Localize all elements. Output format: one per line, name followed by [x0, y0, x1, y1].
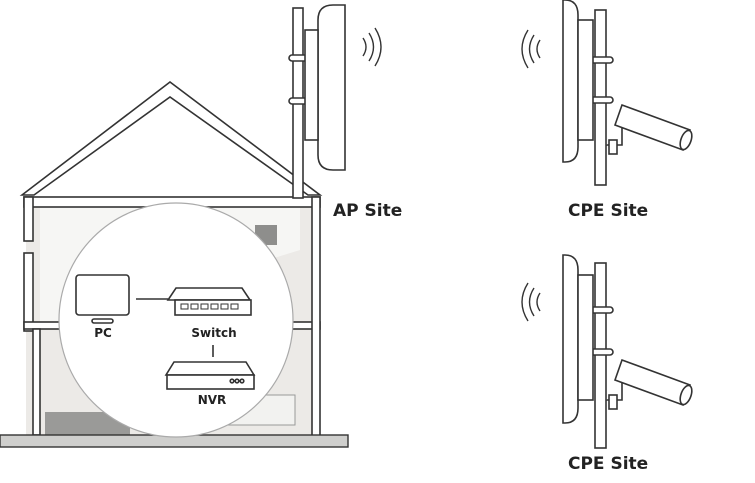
wireless-signal-icon	[521, 282, 541, 322]
camera-icon	[606, 358, 693, 410]
pc-icon	[75, 274, 130, 316]
ap-panel	[317, 4, 346, 171]
roof	[19, 80, 323, 196]
nvr-icon	[164, 361, 256, 390]
switch-icon	[166, 287, 252, 316]
camera-icon	[606, 103, 693, 155]
wireless-signal-icon	[521, 29, 541, 69]
ap-site-label: AP Site	[333, 201, 402, 221]
cpe-site-label-top: CPE Site	[568, 201, 648, 221]
ap-antenna	[288, 4, 382, 199]
pc-label: PC	[94, 326, 112, 340]
cpe-bottom	[521, 254, 693, 449]
indoor-network-zoom: PC Switch NVR	[58, 202, 294, 438]
cpe-panel	[562, 0, 579, 163]
cpe-panel	[562, 254, 579, 424]
right-wall	[311, 196, 321, 438]
switch-label: Switch	[191, 326, 236, 340]
nvr-label: NVR	[198, 393, 227, 407]
cpe-site-label-bottom: CPE Site	[568, 454, 648, 474]
cpe-top	[521, 0, 693, 186]
wireless-signal-icon	[362, 27, 382, 67]
